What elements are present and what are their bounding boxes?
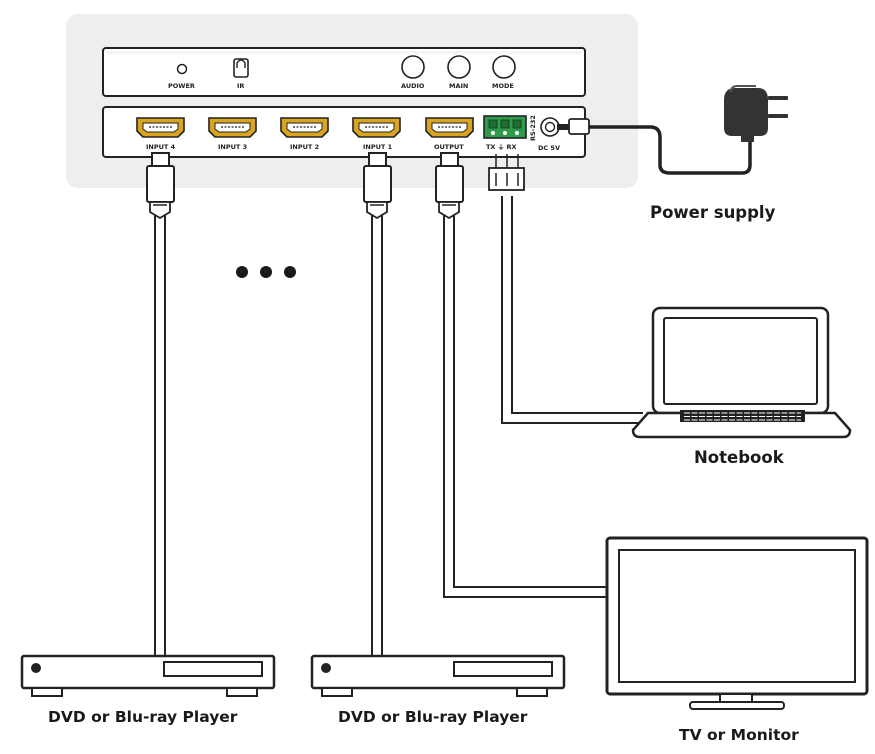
hdmi-port-input4-icon xyxy=(136,117,185,138)
dvd-player-left-icon xyxy=(20,654,276,697)
rs232-pins-label: TX ⏚ RX xyxy=(486,143,517,151)
input3-label: INPUT 3 xyxy=(218,143,247,151)
ir-label: IR xyxy=(237,82,244,90)
more-inputs-ellipsis-icon xyxy=(236,266,296,278)
hdmi-cable-input1 xyxy=(363,152,392,660)
hdmi-port-output-icon xyxy=(425,117,474,138)
power-cable xyxy=(557,118,752,175)
power-led-icon xyxy=(176,63,188,75)
front-panel: POWER IR AUDIO MAIN MODE xyxy=(102,47,586,97)
tv-label: TV or Monitor xyxy=(679,726,799,744)
rs232-terminal-icon xyxy=(483,115,527,139)
dc-label: DC 5V xyxy=(538,144,560,152)
ir-sensor-icon xyxy=(233,58,249,78)
input2-label: INPUT 2 xyxy=(290,143,319,151)
main-label: MAIN xyxy=(449,82,468,90)
dvd-player-right-icon xyxy=(310,654,566,697)
audio-button-icon xyxy=(401,55,425,79)
hdmi-cable-output xyxy=(435,152,612,598)
power-label: POWER xyxy=(168,82,195,90)
output-label: OUTPUT xyxy=(434,143,464,151)
audio-label: AUDIO xyxy=(401,82,425,90)
mode-label: MODE xyxy=(492,82,514,90)
hdmi-port-input3-icon xyxy=(208,117,257,138)
main-button-icon xyxy=(447,55,471,79)
rs232-label: RS-232 xyxy=(529,115,537,141)
input4-label: INPUT 4 xyxy=(146,143,176,151)
notebook-label: Notebook xyxy=(694,448,785,467)
tv-monitor-icon xyxy=(605,536,869,710)
power-adapter-icon xyxy=(724,85,788,142)
dvd-player-left-label: DVD or Blu-ray Player xyxy=(48,708,238,726)
notebook-icon xyxy=(631,306,852,439)
input1-label: INPUT 1 xyxy=(363,143,393,151)
rs232-cable xyxy=(488,154,643,424)
dvd-player-right-label: DVD or Blu-ray Player xyxy=(338,708,528,726)
hdmi-cable-input4 xyxy=(146,152,175,660)
power-supply-label: Power supply xyxy=(650,203,776,222)
hdmi-port-input2-icon xyxy=(280,117,329,138)
rear-panel: INPUT 4 INPUT 3 INPUT 2 INPUT 1 OUTPUT xyxy=(102,106,586,158)
hdmi-port-input1-icon xyxy=(352,117,401,138)
dc-jack-icon xyxy=(540,117,560,137)
mode-button-icon xyxy=(492,55,516,79)
